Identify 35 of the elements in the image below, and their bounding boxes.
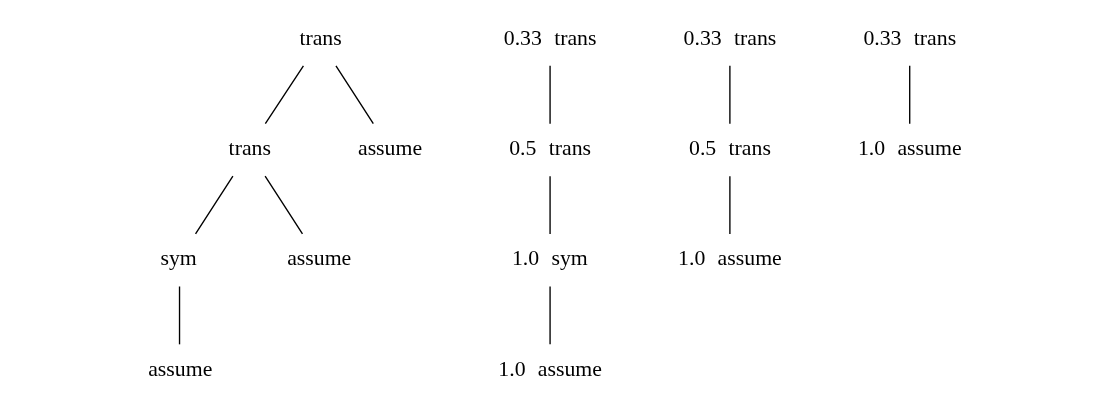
- node-label: 0.33: [503, 25, 542, 50]
- node-text: assume: [148, 356, 213, 381]
- node-text: trans: [728, 136, 771, 160]
- node-text: trans: [548, 136, 592, 160]
- node-text: trans: [228, 136, 271, 160]
- node-text: trans: [733, 25, 777, 50]
- connector: [264, 175, 304, 235]
- connector: [729, 175, 731, 235]
- connector: [194, 175, 234, 235]
- node-text: trans: [913, 25, 957, 50]
- node-label: 0.33: [683, 25, 722, 50]
- connector: [909, 65, 911, 125]
- node-text: sym: [160, 246, 197, 271]
- connector: [729, 65, 731, 125]
- node-text: assume: [897, 136, 962, 160]
- connector: [264, 65, 305, 125]
- connector: [549, 175, 551, 235]
- connector: [178, 285, 181, 345]
- node-text: assume: [717, 246, 782, 271]
- node-label: 0.5: [509, 136, 537, 160]
- node-label: 1.0: [678, 246, 706, 271]
- node-label: 1.0: [857, 136, 886, 160]
- connector: [549, 65, 551, 125]
- node-text: trans: [299, 25, 342, 50]
- node-text: assume: [537, 356, 602, 381]
- node-text: assume: [357, 136, 423, 160]
- node-text: assume: [287, 246, 352, 271]
- node-label: 0.5: [689, 136, 717, 160]
- node-label: 1.0: [498, 356, 526, 381]
- node-text: sym: [551, 246, 588, 271]
- node-label: 1.0: [511, 246, 540, 271]
- node-label: 0.33: [863, 25, 902, 50]
- connector: [549, 285, 551, 345]
- node-text: trans: [554, 25, 597, 50]
- connector: [335, 65, 374, 125]
